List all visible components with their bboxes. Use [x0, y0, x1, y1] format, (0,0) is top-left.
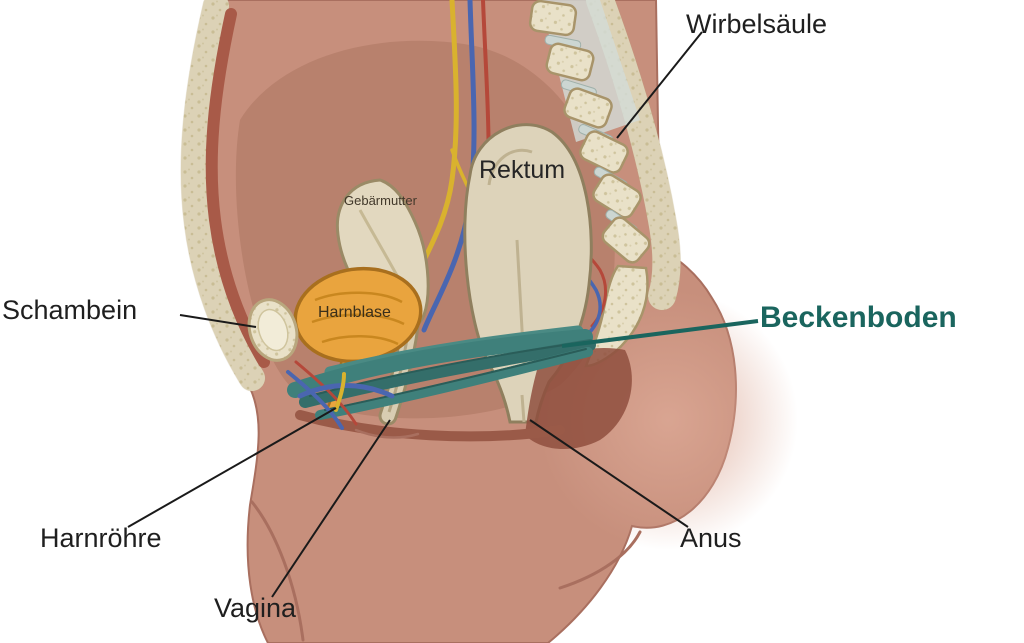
- leader-lines: [127, 31, 759, 598]
- schambein-leader-line: [179, 314, 257, 328]
- label-rektum: Rektum: [479, 156, 566, 184]
- beckenboden-leader-line: [561, 319, 759, 348]
- anus-leader-line: [529, 419, 689, 528]
- vagina-leader-line: [271, 419, 391, 598]
- spine: [528, 0, 681, 368]
- label-beckenboden: Beckenboden: [760, 301, 957, 334]
- label-schambein: Schambein: [2, 295, 138, 325]
- deep-muscles: [295, 348, 632, 450]
- label-vagina: Vagina: [214, 593, 297, 623]
- label-harnroehre: Harnröhre: [40, 523, 162, 553]
- harnroehre-leader-line: [127, 407, 337, 528]
- label-gebaermutter: Gebärmutter: [344, 193, 417, 208]
- label-harnblase: Harnblase: [318, 304, 391, 321]
- skin-creases: [250, 428, 642, 642]
- vessels-front: [286, 360, 395, 430]
- label-anus: Anus: [680, 523, 742, 553]
- label-wirbelsaeule: Wirbelsäule: [686, 9, 828, 39]
- wirbelsaeule-leader-line: [616, 31, 703, 139]
- pubic-bone-shape: [247, 298, 299, 362]
- abdominal-wall: [180, 0, 270, 392]
